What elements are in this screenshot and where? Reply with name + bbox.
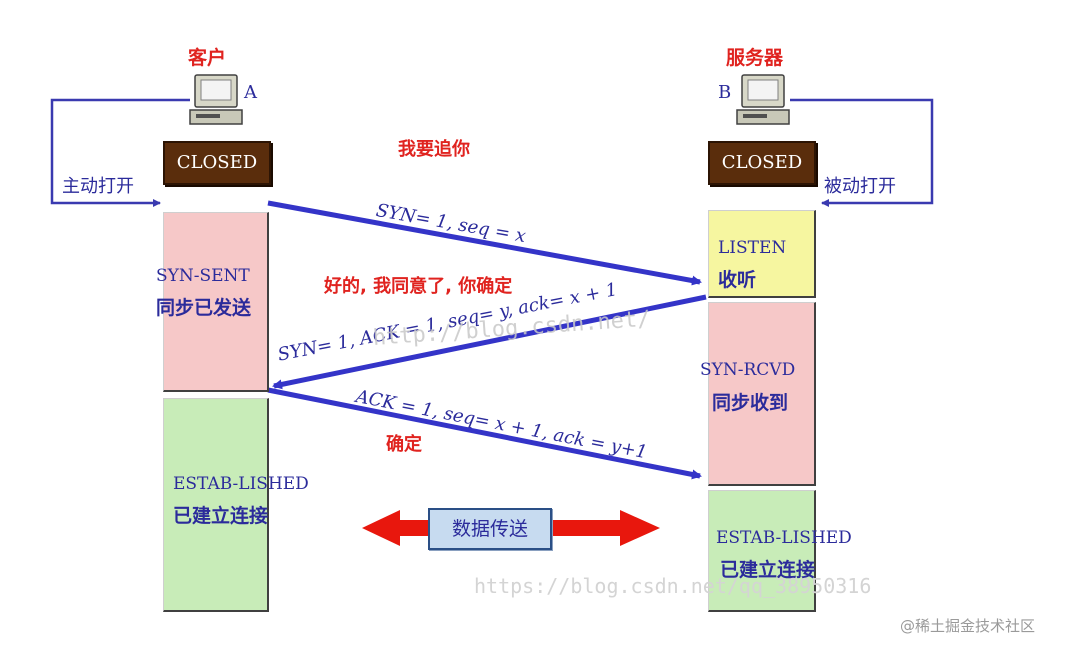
server-syn-rcvd-cn: 同步收到 (712, 392, 789, 414)
client-title: 客户 (188, 47, 227, 69)
server-established-cn: 已建立连接 (720, 559, 816, 581)
server-syn-rcvd-label: SYN-RCVD (700, 360, 796, 380)
server-closed-state: CLOSED (708, 141, 816, 185)
client-computer-icon (189, 74, 243, 125)
server-open-loop (790, 98, 934, 207)
server-id: B (718, 82, 732, 103)
note-ack: 确定 (386, 434, 422, 455)
client-open-label: 主动打开 (62, 176, 134, 197)
client-id: A (244, 82, 257, 103)
server-title: 服务器 (726, 47, 784, 69)
watermark-juejin: @稀土掘金技术社区 (900, 617, 1036, 635)
server-established-label: ESTAB-LISHED (716, 528, 852, 548)
syn-arrow (267, 200, 702, 286)
server-listen-label: LISTEN (718, 238, 787, 258)
server-open-label: 被动打开 (824, 176, 896, 197)
client-established-cn: 已建立连接 (173, 505, 269, 527)
client-syn-sent-label: SYN-SENT (156, 266, 250, 286)
server-established-box (708, 490, 816, 612)
client-established-label: ESTAB-LISHED (173, 474, 309, 494)
watermark-csdn-2: https://blog.csdn.net/qq_38950316 (474, 574, 872, 598)
data-transfer-box: 数据传送 (428, 508, 552, 550)
client-syn-sent-cn: 同步已发送 (156, 297, 252, 319)
client-closed-state: CLOSED (163, 141, 271, 185)
note-syn: 我要追你 (398, 139, 470, 160)
server-syn-rcvd-box (708, 302, 816, 486)
client-open-loop (50, 98, 190, 207)
server-listen-box (708, 210, 816, 298)
server-listen-cn: 收听 (718, 269, 757, 291)
ack-arrow (267, 387, 702, 480)
client-syn-sent-box (163, 212, 269, 392)
server-computer-icon (736, 74, 790, 125)
client-established-box (163, 398, 269, 612)
note-syn-ack: 好的, 我同意了, 你确定 (324, 276, 513, 297)
syn-ack-arrow (272, 294, 707, 390)
